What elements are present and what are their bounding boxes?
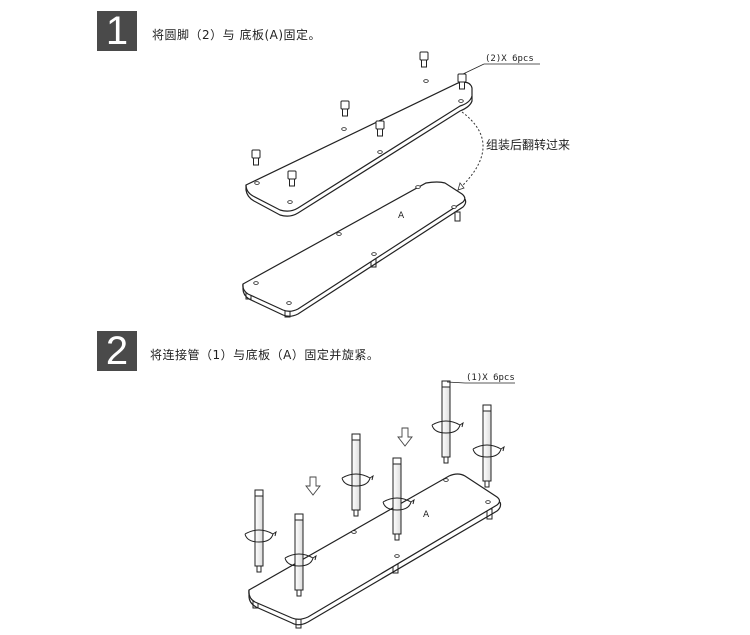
foot (287, 170, 297, 187)
down-arrow (305, 476, 321, 496)
tube (382, 457, 415, 541)
callout-feet-label: (2)X 6pcs (485, 54, 534, 64)
flip-arrow-head (457, 182, 465, 191)
down-arrows (305, 427, 413, 496)
foot (457, 73, 467, 90)
foot (419, 51, 429, 68)
base-board-holes (351, 478, 491, 558)
flip-label: 组装后翻转过来 (486, 137, 570, 152)
tube (244, 489, 277, 573)
board-label-a-step2: A (423, 510, 430, 520)
foot (251, 149, 261, 166)
base-board-step2 (248, 473, 502, 629)
callout-tubes-label: (1)X 6pcs (466, 373, 515, 383)
step-2-instruction: 将连接管（1）与底板（A）固定并旋紧。 (150, 348, 380, 362)
foot (340, 100, 350, 117)
step-2-badge: 2 (97, 331, 137, 371)
tube (431, 380, 464, 464)
flip-arrow (457, 111, 484, 191)
foot (375, 120, 385, 137)
flipped-board (242, 181, 467, 318)
step-1-badge: 1 (97, 11, 137, 51)
tube (284, 513, 317, 597)
tubes-group (244, 380, 505, 597)
tube (472, 404, 505, 488)
callout-leader-feet (462, 63, 485, 75)
board-with-feet (245, 79, 473, 217)
tube (341, 433, 374, 517)
step-1-instruction: 将圆脚（2）与 底板(A)固定。 (152, 28, 322, 42)
feet-group (251, 51, 467, 187)
board-label-a-step1: A (398, 211, 405, 221)
down-arrow (397, 427, 413, 447)
callout-leader-tubes (446, 381, 466, 384)
